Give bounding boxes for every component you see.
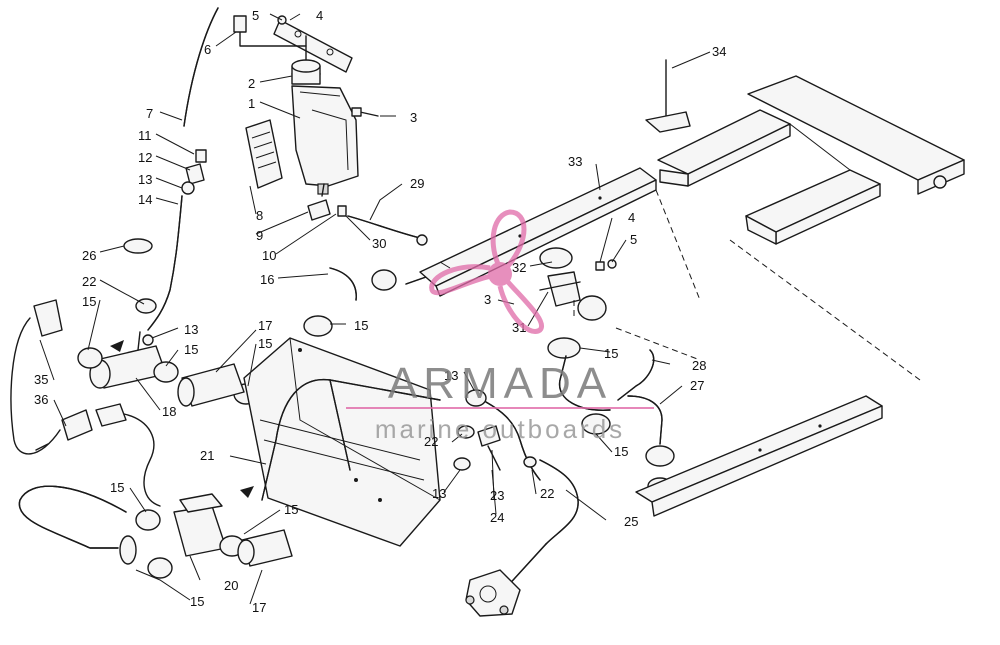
callout-4-top: 4 (316, 8, 323, 23)
callout-25: 25 (624, 514, 638, 529)
callout-22-left: 22 (82, 274, 96, 289)
heat-exchanger-lower (635, 395, 883, 517)
callout-15-b: 15 (184, 342, 198, 357)
callout-15-h: 15 (604, 346, 618, 361)
callout-17-b: 17 (252, 600, 266, 615)
callout-30: 30 (372, 236, 386, 251)
logo-blade-top (490, 209, 527, 268)
callout-labels: 5 4 6 2 1 3 7 11 12 13 14 8 9 10 29 30 1… (34, 8, 726, 615)
callout-15-c: 15 (258, 336, 272, 351)
callout-11: 11 (138, 128, 152, 143)
callout-7: 7 (146, 106, 153, 121)
watermark: ARMADA marine outboards (346, 209, 654, 444)
callout-34: 34 (712, 44, 726, 59)
callout-29: 29 (410, 176, 424, 191)
thermostat-assembly (539, 247, 675, 495)
callout-5-top: 5 (252, 8, 259, 23)
callout-13-b: 13 (184, 322, 198, 337)
callout-15-i: 15 (614, 444, 628, 459)
callout-15-d: 15 (354, 318, 368, 333)
callout-13-top: 13 (138, 172, 152, 187)
callout-10: 10 (262, 248, 276, 263)
callout-3-center: 3 (484, 292, 491, 307)
callout-33: 33 (568, 154, 582, 169)
callout-5-right: 5 (630, 232, 637, 247)
callout-22-center: 22 (424, 434, 438, 449)
callout-26: 26 (82, 248, 96, 263)
propeller-logo-icon (429, 209, 545, 334)
logo-hub (488, 262, 512, 286)
logo-blade-left (429, 264, 493, 296)
rear-frame (645, 59, 965, 245)
callout-36: 36 (34, 392, 48, 407)
callout-1: 1 (248, 96, 255, 111)
callout-4-right: 4 (628, 210, 635, 225)
center-right-assembly (453, 389, 579, 617)
callout-12: 12 (138, 150, 152, 165)
callout-28: 28 (692, 358, 706, 373)
reference-lines (573, 189, 921, 381)
watermark-brand: ARMADA (388, 359, 612, 408)
callout-13-c: 13 (444, 368, 458, 383)
callout-17-a: 17 (258, 318, 272, 333)
callout-35: 35 (34, 372, 48, 387)
callout-15-a: 15 (82, 294, 96, 309)
callout-6: 6 (204, 42, 211, 57)
callout-9: 9 (256, 228, 263, 243)
callout-22-right: 22 (540, 486, 554, 501)
leader-lines (39, 13, 711, 605)
callout-14: 14 (138, 192, 152, 207)
reservoir-assembly (123, 7, 428, 331)
lower-hose-assembly (18, 485, 293, 579)
callout-18: 18 (162, 404, 176, 419)
callout-21: 21 (200, 448, 214, 463)
heat-exchanger-upper (419, 167, 657, 297)
callout-24: 24 (490, 510, 504, 525)
callout-15-e: 15 (110, 480, 124, 495)
frame-tunnel (240, 337, 441, 547)
logo-blade-right (497, 280, 545, 334)
watermark-tagline: marine outboards (375, 414, 625, 444)
callout-32: 32 (512, 260, 526, 275)
callout-3-top: 3 (410, 110, 417, 125)
callout-13-d: 13 (432, 486, 446, 501)
callout-27: 27 (690, 378, 704, 393)
callout-8: 8 (256, 208, 263, 223)
callout-15-f: 15 (284, 502, 298, 517)
callout-23: 23 (490, 488, 504, 503)
callout-16: 16 (260, 272, 274, 287)
callout-15-g: 15 (190, 594, 204, 609)
callout-20: 20 (224, 578, 238, 593)
wiring-harness (10, 299, 161, 507)
callout-2: 2 (248, 76, 255, 91)
